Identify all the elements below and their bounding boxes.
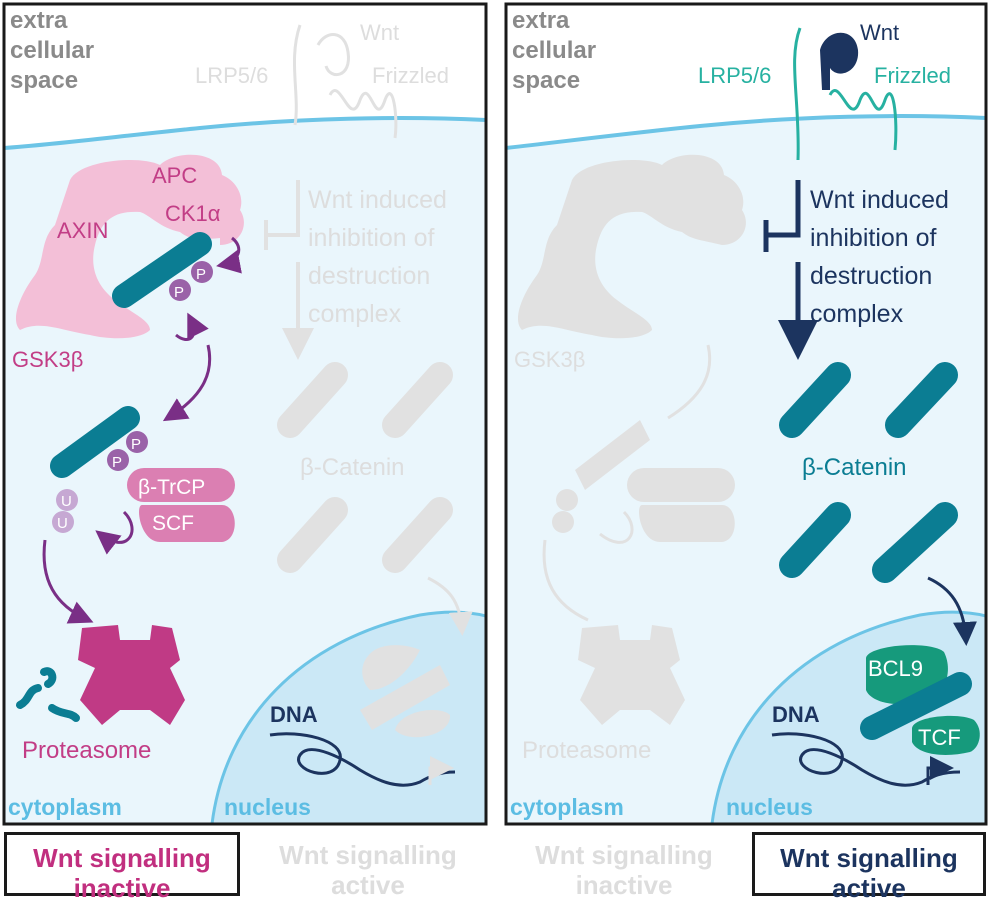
nuclear-entry-arrow-faded xyxy=(427,576,473,636)
right-panel-border xyxy=(504,2,988,826)
extracellular-label-2: cellular xyxy=(512,37,596,64)
gsk3b-label: GSK3β xyxy=(12,347,83,372)
beta-catenin-label-faded: β-Catenin xyxy=(300,454,405,481)
arrow-to-proteasome xyxy=(42,539,94,624)
beta-catenin-label: β-Catenin xyxy=(802,454,907,481)
inhibition-text-3: destruction xyxy=(308,262,430,290)
phosphorylation-arrow-ck1 xyxy=(216,236,242,274)
inhibition-text-2: inhibition of xyxy=(810,224,937,252)
svg-text:P: P xyxy=(112,454,122,471)
faded-arrows xyxy=(542,344,712,622)
nuclear-entry-arrow xyxy=(927,576,977,646)
gsk3b-label-faded: GSK3β xyxy=(514,347,585,372)
transcription-complex-faded xyxy=(360,645,451,738)
left-panel: LRP5/6 Wnt Frizzled extra cellular space… xyxy=(2,2,488,826)
nucleus-label: nucleus xyxy=(726,794,813,820)
beta-catenin-accumulated xyxy=(779,362,958,583)
wnt-label: Wnt xyxy=(360,20,399,45)
caption-right-active: Wnt signalling active xyxy=(752,832,986,903)
extracellular-label-1: extra xyxy=(10,7,68,34)
cell-membrane xyxy=(506,114,986,150)
extracellular-label-3: space xyxy=(512,67,580,94)
svg-text:P: P xyxy=(131,436,141,453)
phosphorylation-arrow-gsk xyxy=(175,312,209,341)
inhibition-text-1: Wnt induced xyxy=(308,186,447,214)
arrow-to-ubiquitination xyxy=(162,344,212,422)
phosphate-group: P P xyxy=(169,261,213,301)
svg-text:U: U xyxy=(57,515,68,532)
axin-label: AXIN xyxy=(57,218,108,243)
inhibition-text-3: destruction xyxy=(810,262,932,290)
extracellular-label-1: extra xyxy=(512,7,570,34)
btrcp-scf-ligase xyxy=(127,468,235,542)
beta-catenin-bound xyxy=(112,232,212,308)
beta-catenin-nuclear xyxy=(860,672,972,740)
lrp-label: LRP5/6 xyxy=(698,63,771,88)
caption-left-active: Wnt signalling active xyxy=(279,840,457,900)
inhibition-text-1: Wnt induced xyxy=(810,186,949,214)
inhibition-text-2: inhibition of xyxy=(308,224,435,252)
beta-catenin-faded-group xyxy=(277,362,453,573)
frizzled-label: Frizzled xyxy=(372,63,449,88)
extracellular-label-2: cellular xyxy=(10,37,94,64)
btrcp-label: β-TrCP xyxy=(138,476,205,499)
svg-text:P: P xyxy=(174,284,184,301)
caption-right-inactive: Wnt signalling inactive xyxy=(535,840,713,900)
receptor-active xyxy=(793,27,898,161)
cytoplasm-label: cytoplasm xyxy=(510,794,624,820)
ck1-label: CK1α xyxy=(165,201,221,226)
dna-label: DNA xyxy=(270,702,318,727)
extracellular-region xyxy=(506,4,986,148)
frizzled-label: Frizzled xyxy=(874,63,951,88)
dna-strand xyxy=(269,732,456,787)
dna-strand xyxy=(771,732,961,787)
destruction-complex-faded xyxy=(517,154,746,339)
tcf-label: TCF xyxy=(918,725,961,750)
apc-label: APC xyxy=(152,163,197,188)
destruction-complex xyxy=(15,154,244,339)
svg-text:P: P xyxy=(196,266,206,283)
proteasome-label-faded: Proteasome xyxy=(522,737,651,764)
receptor-faded xyxy=(292,24,398,139)
beta-catenin-phosphorylated xyxy=(50,406,140,478)
lrp-label: LRP5/6 xyxy=(195,63,268,88)
phosphate-group: P P xyxy=(107,431,148,471)
right-panel: LRP5/6 Wnt Frizzled extra cellular space… xyxy=(504,2,988,826)
transcription-start-arrow xyxy=(926,756,954,785)
tcf xyxy=(912,715,980,755)
degraded-fragments xyxy=(16,667,80,722)
wnt-inhibition-faded xyxy=(264,180,314,360)
wnt-ligand xyxy=(820,32,859,90)
wnt-inhibition-active xyxy=(763,180,801,252)
ubiquitin-chain: U U xyxy=(52,489,78,533)
extracellular-label-3: space xyxy=(10,67,78,94)
left-panel-border xyxy=(2,2,488,826)
extracellular-region xyxy=(4,4,486,148)
proteasome xyxy=(78,625,185,725)
wnt-label: Wnt xyxy=(860,20,899,45)
proteasome-label: Proteasome xyxy=(22,737,151,764)
caption-left-inactive: Wnt signalling inactive xyxy=(4,832,240,903)
scf-label: SCF xyxy=(152,512,194,535)
bcl9-label: BCL9 xyxy=(868,656,923,681)
transcription-start-faded xyxy=(428,756,454,785)
inhibition-text-4: complex xyxy=(308,300,402,328)
degradation-path-faded xyxy=(552,420,735,725)
cytoplasm-label: cytoplasm xyxy=(8,794,122,820)
cell-membrane xyxy=(4,116,486,150)
svg-text:U: U xyxy=(61,493,72,510)
inhibition-text-4: complex xyxy=(810,300,904,328)
dna-label: DNA xyxy=(772,702,820,727)
ubiquitination-arrow xyxy=(95,510,134,555)
nucleus-label: nucleus xyxy=(224,794,311,820)
